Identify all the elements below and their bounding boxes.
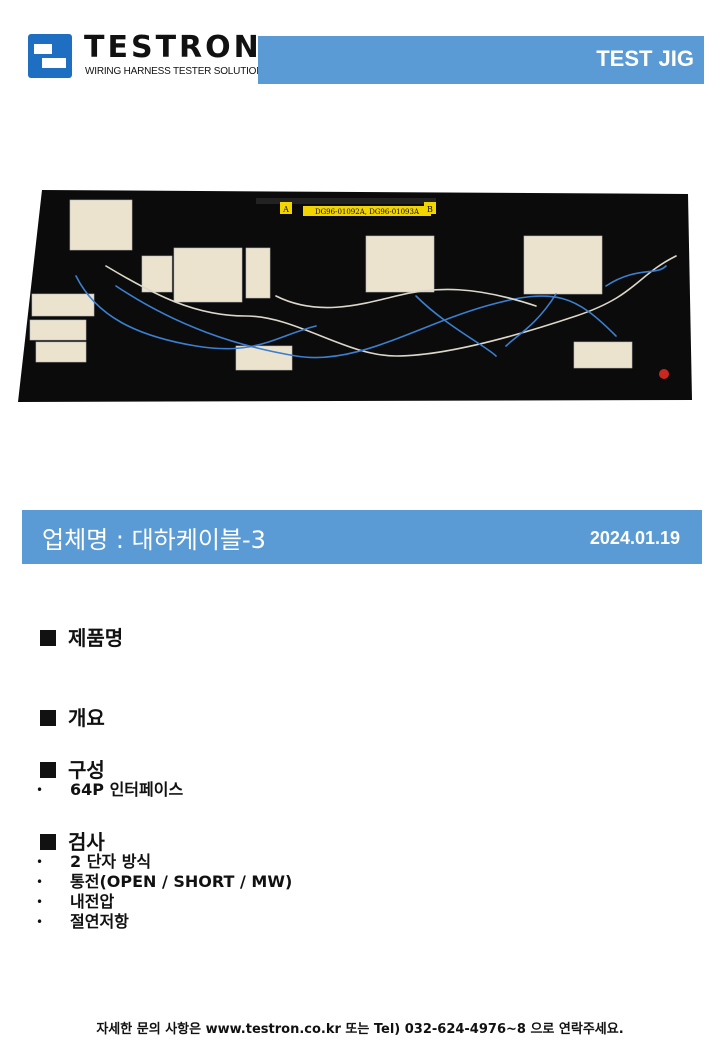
brand-tagline: WIRING HARNESS TESTER SOLUTIONS — [85, 66, 270, 77]
page-title: TEST JIG — [596, 46, 694, 71]
section-configuration: 구성 — [40, 754, 105, 783]
square-bullet-icon — [40, 710, 56, 726]
section-title: 구성 — [68, 758, 105, 782]
section-inspection: 검사 — [40, 826, 105, 855]
part-numbers-label: DG96-01092A, DG96-01093A — [315, 208, 420, 216]
marker-b-label: B — [427, 205, 433, 214]
company-bar: 업체명 : 대하케이블-3 2024.01.19 — [22, 510, 702, 564]
marker-a-label: A — [282, 205, 289, 214]
list-item: 절연저항 — [36, 912, 292, 932]
section-overview: 개요 — [40, 702, 105, 731]
test-jig-photo: A DG96-01092A, DG96-01093A B — [18, 190, 692, 402]
testron-logo-icon — [28, 34, 72, 78]
testron-logo: TESTRON WIRING HARNESS TESTER SOLUTIONS — [28, 30, 270, 82]
company-name: 업체명 : 대하케이블-3 — [42, 526, 266, 554]
section-title: 제품명 — [68, 626, 124, 650]
list-item: 내전압 — [36, 892, 292, 912]
list-item: 64P 인터페이스 — [36, 780, 183, 800]
configuration-list: 64P 인터페이스 — [36, 780, 183, 800]
section-title: 개요 — [68, 706, 105, 730]
square-bullet-icon — [40, 834, 56, 850]
square-bullet-icon — [40, 762, 56, 778]
inspection-list: 2 단자 방식 통전(OPEN / SHORT / MW) 내전압 절연저항 — [36, 852, 292, 932]
list-item: 2 단자 방식 — [36, 852, 292, 872]
title-bar: TEST JIG — [258, 36, 704, 84]
date: 2024.01.19 — [589, 528, 680, 548]
section-product-name: 제품명 — [40, 622, 123, 651]
contact-footer: 자세한 문의 사항은 www.testron.co.kr 또는 Tel) 032… — [96, 1022, 624, 1037]
list-item: 통전(OPEN / SHORT / MW) — [36, 872, 292, 892]
brand-name: TESTRON — [84, 30, 262, 65]
section-title: 검사 — [68, 830, 105, 854]
square-bullet-icon — [40, 630, 56, 646]
